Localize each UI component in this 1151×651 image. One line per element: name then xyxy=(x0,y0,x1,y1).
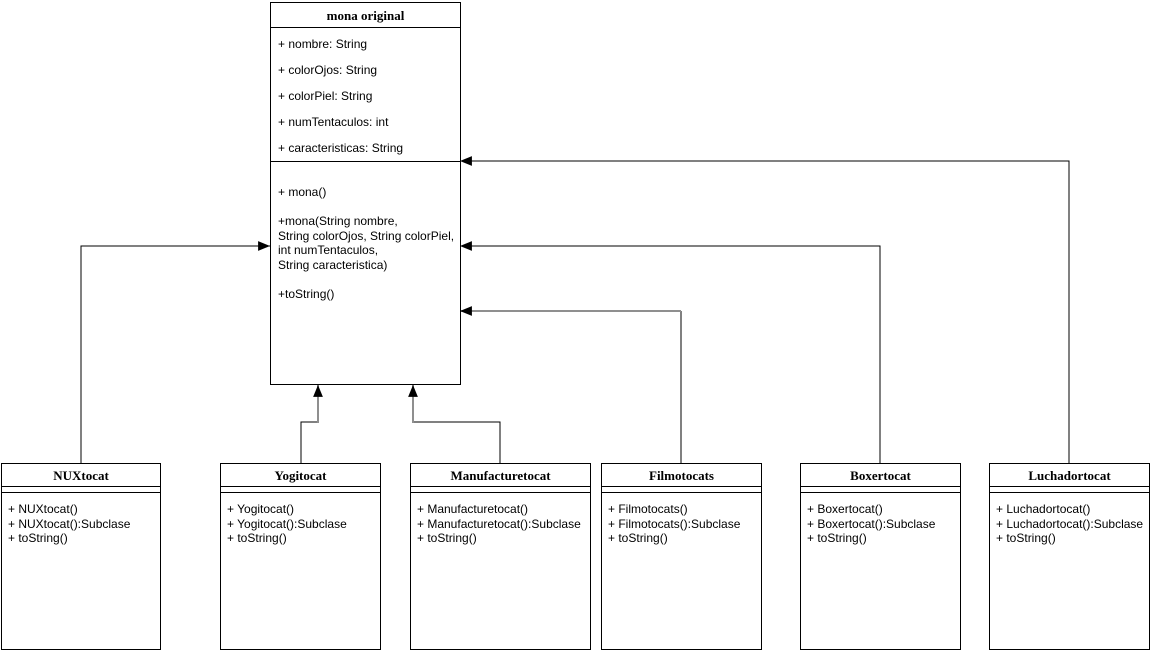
method-line: +mona(String nombre, xyxy=(278,214,398,228)
method-line: + Manufacturetocat():Subclase xyxy=(417,516,581,531)
attributes-compartment-empty xyxy=(602,487,761,493)
attributes-compartment-empty xyxy=(221,487,380,493)
class-box-filmotocats: Filmotocats + Filmotocats() + Filmotocat… xyxy=(601,463,762,650)
method-line: + Filmotocats() xyxy=(608,502,688,516)
class-title: NUXtocat xyxy=(2,464,160,487)
methods-compartment: + Luchadortocat() + Luchadortocat():Subc… xyxy=(990,493,1149,546)
method-line: + NUXtocat() xyxy=(8,502,78,516)
class-title: Filmotocats xyxy=(602,464,761,487)
method-line: + toString() xyxy=(608,531,668,545)
attributes-compartment-empty xyxy=(990,487,1149,493)
method-line: + Luchadortocat():Subclase xyxy=(996,516,1144,531)
method-constructor-full: +mona(String nombre, String colorOjos, S… xyxy=(278,214,455,272)
method-line: String colorOjos, String colorPiel, xyxy=(278,228,455,243)
method-line: + Luchadortocat() xyxy=(996,502,1091,516)
connector-manufacturetocat-elbow xyxy=(413,421,501,463)
attribute-caracteristicas: + caracteristicas: String xyxy=(278,141,404,155)
attributes-compartment-empty xyxy=(411,487,590,493)
method-line: + toString() xyxy=(417,531,477,545)
method-line: + NUXtocat():Subclase xyxy=(8,516,131,531)
attribute-numtentaculos: + numTentaculos: int xyxy=(278,115,389,129)
method-constructor-default: + mona() xyxy=(278,185,327,199)
connector-luchadortocat xyxy=(460,156,1070,463)
method-line: + toString() xyxy=(807,531,867,545)
class-box-boxertocat: Boxertocat + Boxertocat() + Boxertocat()… xyxy=(800,463,961,650)
class-box-mona-original: mona original + nombre: String + colorOj… xyxy=(270,2,461,385)
class-title: Luchadortocat xyxy=(990,464,1149,487)
class-title: Yogitocat xyxy=(221,464,380,487)
methods-compartment: + mona() +mona(String nombre, String col… xyxy=(271,162,460,301)
class-title: Boxertocat xyxy=(801,464,960,487)
method-line: + Filmotocats():Subclase xyxy=(608,516,741,531)
method-line: String caracteristica) xyxy=(278,257,388,272)
connector-nuxtocat xyxy=(80,241,270,463)
method-line: + Manufacturetocat() xyxy=(417,502,529,516)
class-title: Manufacturetocat xyxy=(411,464,590,487)
method-line: + toString() xyxy=(996,531,1056,545)
method-line: + Yogitocat():Subclase xyxy=(227,516,347,531)
methods-compartment: + Boxertocat() + Boxertocat():Subclase +… xyxy=(801,493,960,546)
method-line: + toString() xyxy=(227,531,287,545)
methods-compartment: + Manufacturetocat() + Manufacturetocat(… xyxy=(411,493,590,546)
class-box-nuxtocat: NUXtocat + NUXtocat() + NUXtocat():Subcl… xyxy=(1,463,161,650)
method-tostring: +toString() xyxy=(278,286,335,301)
class-title: mona original xyxy=(271,3,460,28)
method-line: + Yogitocat() xyxy=(227,502,295,516)
method-line: int numTentaculos, xyxy=(278,243,379,257)
attributes-compartment-empty xyxy=(2,487,160,493)
methods-compartment: + Filmotocats() + Filmotocats():Subclase… xyxy=(602,493,761,546)
class-box-manufacturetocat: Manufacturetocat + Manufacturetocat() + … xyxy=(410,463,591,650)
class-box-luchadortocat: Luchadortocat + Luchadortocat() + Luchad… xyxy=(989,463,1150,650)
attribute-colorojos: + colorOjos: String xyxy=(278,63,378,77)
methods-compartment: + Yogitocat() + Yogitocat():Subclase + t… xyxy=(221,493,380,546)
attributes-compartment-empty xyxy=(801,487,960,493)
attribute-nombre: + nombre: String xyxy=(278,37,368,51)
connector-boxertocat xyxy=(460,241,881,463)
class-box-yogitocat: Yogitocat + Yogitocat() + Yogitocat():Su… xyxy=(220,463,381,650)
method-line: + Boxertocat() xyxy=(807,502,883,516)
method-line: + Boxertocat():Subclase xyxy=(807,516,936,531)
attributes-compartment: + nombre: String + colorOjos: String + c… xyxy=(271,28,460,162)
connector-yogitocat-elbow xyxy=(300,421,318,463)
methods-compartment: + NUXtocat() + NUXtocat():Subclase + toS… xyxy=(2,493,160,546)
attribute-colorpiel: + colorPiel: String xyxy=(278,89,373,103)
method-line: + toString() xyxy=(8,531,68,545)
